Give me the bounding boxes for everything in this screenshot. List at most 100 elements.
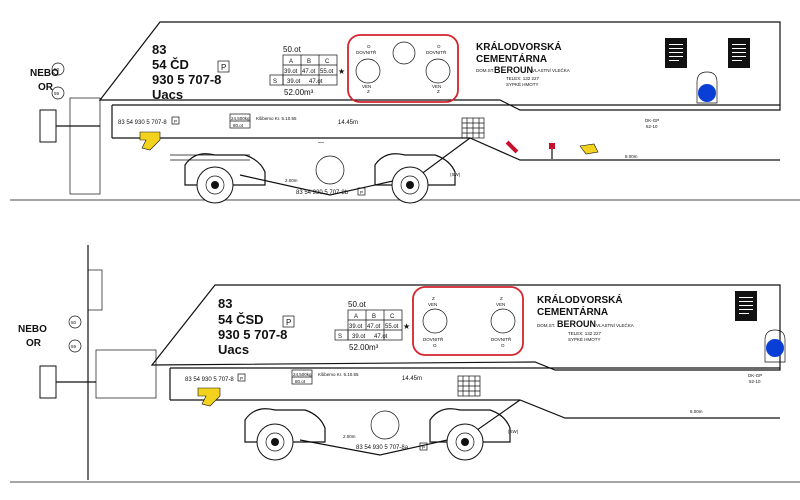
load-header-c: C [325, 59, 330, 65]
dkgp-1-b: DK-GP [748, 373, 762, 378]
bottom-p-b: P [422, 445, 425, 450]
ident-line-2: 54 ČD [152, 57, 189, 72]
weight-box-2-b: 80.ot [295, 379, 306, 384]
bogie-dist-b: 2.00m [343, 434, 356, 439]
frame-bottom [239, 137, 471, 196]
ident-line-3: 930 5 707-8 [152, 72, 221, 87]
nebo-label-b: NEBO [18, 324, 47, 335]
speed-circle-b-b [68, 339, 82, 353]
ident-line-1-b: 83 [218, 296, 232, 311]
hook-b [197, 387, 221, 407]
star-mark: ★ [338, 67, 345, 76]
vlastni-vlecka: VLASTNÍ VLEČKA [532, 67, 570, 73]
dkgp-2-b: 52-10 [749, 379, 761, 384]
ident-line-4: Uacs [152, 87, 183, 102]
speed-circle-a-b-label: 50 [71, 320, 77, 325]
buffer [39, 109, 57, 143]
lamp-blue [698, 84, 716, 102]
load-header-b-b: B [372, 314, 376, 320]
speed-circle-a-label: 50 [54, 67, 60, 72]
company-line-2-b: CEMENTÁRNA [537, 305, 608, 318]
valve-label-3: VEN [362, 84, 371, 89]
load-header-b: B [307, 59, 311, 65]
beroun: BEROUN [494, 65, 533, 75]
load-r1-b: 47.ot [302, 69, 316, 75]
weight-box-1-b: 24,500kg [293, 372, 312, 377]
load-r1-b-b: 47.ot [367, 324, 381, 330]
ident-line-3-b: 930 5 707-8 [218, 327, 287, 342]
speed-circle-b-b-label: 59 [71, 344, 77, 349]
speed-circle-a [51, 62, 65, 76]
small-note-b: Kšibemo Kr. 5.10.55 [318, 372, 359, 377]
beroun-b: BEROUN [557, 319, 596, 329]
hook [139, 131, 161, 151]
bottom-p: P [360, 190, 363, 195]
load-r2-b: 47.ot [309, 79, 323, 85]
end-headstock [69, 97, 101, 195]
valve-small-3-b: O [433, 343, 437, 348]
dkgp-1: DK-GP [645, 118, 659, 123]
valve-small-2-b: Z [500, 296, 503, 301]
frame-number-b: 83 54 930 5 707-8 [185, 377, 234, 383]
dom-st: DOM.ST. [476, 68, 494, 73]
or-label: OR [38, 82, 54, 93]
load-header-a: A [289, 59, 293, 65]
wagon-body-b [150, 284, 781, 371]
valve-center [392, 41, 416, 65]
company-line-1: KRÁLODVORSKÁ [476, 40, 562, 53]
load-s: S [273, 79, 277, 85]
lamp-blue-b [766, 339, 784, 357]
load-r1-c: 55.ot [320, 69, 334, 75]
valve-small-1-b: Z [432, 296, 435, 301]
sypke-hmoty-b: SYPKÉ HMOTY [568, 336, 601, 342]
load-r2-b-b: 47.ot [374, 334, 388, 340]
valve-panel [347, 34, 459, 103]
frame-p-label: P [174, 119, 177, 124]
weight-box-2: 80.ot [233, 123, 244, 128]
or-label-b: OR [26, 338, 42, 349]
p-box-b: P [286, 318, 291, 327]
lamp-housing [696, 71, 718, 104]
underframe [111, 104, 780, 161]
company-line-2: CEMENTÁRNA [476, 52, 547, 65]
load-r2-a-b: 39.ot [352, 334, 366, 340]
frame-bottom-b [299, 399, 521, 456]
valve-small-1: O [367, 44, 371, 49]
ident-line-2-b: 54 ČSD [218, 312, 264, 327]
valve-label-2: DOVNITŘ [426, 48, 447, 55]
load-r2-a: 39.ot [287, 79, 301, 85]
lever-red-1 [505, 140, 519, 154]
valve-right [425, 58, 451, 84]
small-note: Kšibemo Kr. 5.10.55 [256, 116, 297, 121]
dkgp-2: 52-10 [646, 124, 658, 129]
lamp-housing-b [764, 329, 786, 363]
nebo-label: NEBO [30, 68, 59, 79]
p-box [217, 60, 230, 73]
bogie-right [374, 153, 456, 204]
company-line-1-b: KRÁLODVORSKÁ [537, 293, 623, 306]
load-top-b: 50.ot [348, 300, 367, 309]
telex-b: TELEX: 132 227 [568, 331, 602, 336]
load-r1-a-b: 39.ot [349, 324, 363, 330]
load-header-c-b: C [390, 314, 395, 320]
valve-panel-b [412, 286, 524, 356]
underframe-b [169, 367, 780, 419]
length-b: 14.45m [402, 376, 422, 382]
center-disc [315, 155, 345, 185]
bogie-left [170, 153, 266, 204]
sypke-hmoty: SYPKÉ HMOTY [506, 81, 539, 87]
bogie-left-b [244, 408, 326, 461]
center-disc-b [370, 410, 400, 440]
valve-small-4-b: O [501, 343, 505, 348]
wagon-body [98, 21, 781, 111]
load-r1-a: 39.ot [284, 69, 298, 75]
wagon-top: NEBO OR 50 59 83 54 ČD 930 5 707-8 Uacs … [10, 21, 800, 204]
load-header-a-b: A [354, 314, 358, 320]
volume: 52.00m³ [284, 88, 314, 97]
valve-left [355, 58, 381, 84]
speed-circle-a-b [68, 315, 82, 329]
load-s-b: S [338, 334, 342, 340]
speed-circle-b-label: 59 [54, 91, 60, 96]
load-r1-c-b: 55.ot [385, 324, 399, 330]
